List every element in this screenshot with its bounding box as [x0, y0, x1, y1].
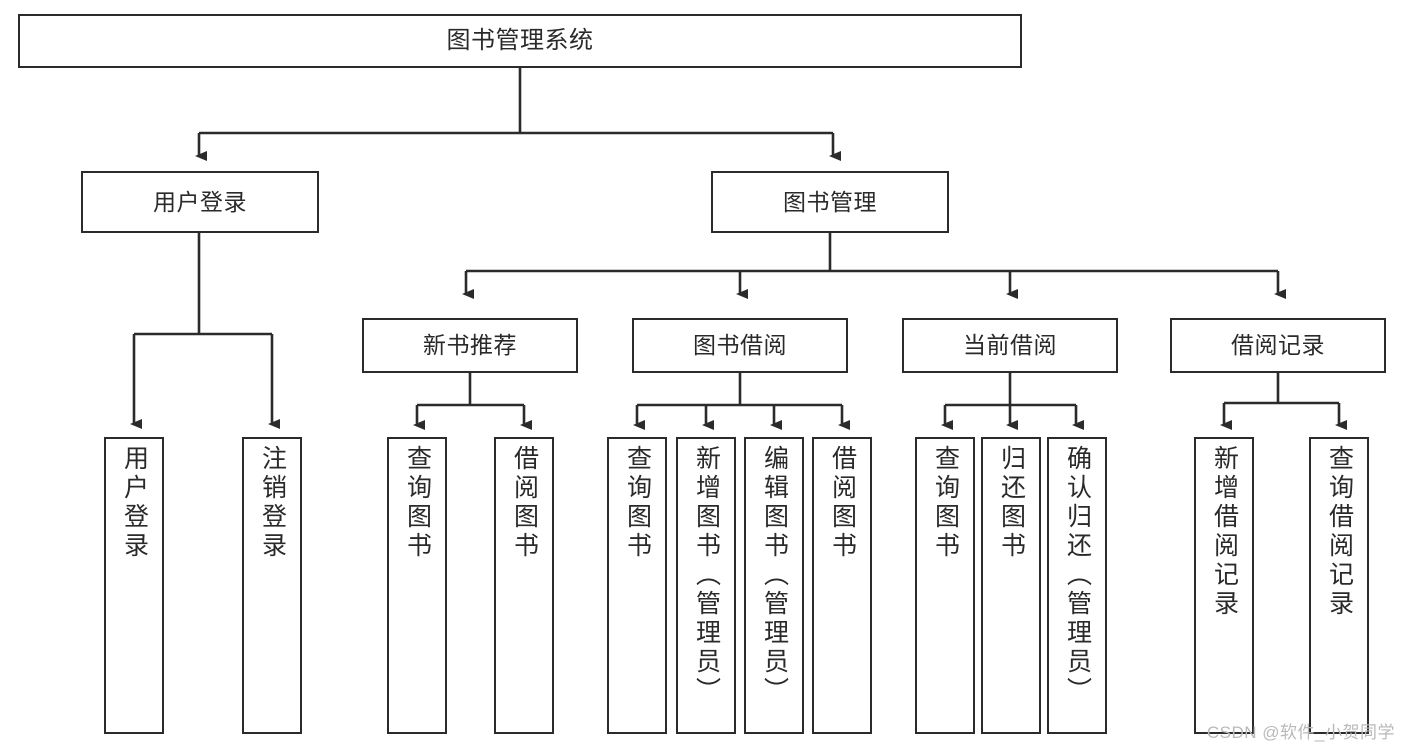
node-label: 编辑图书（管理员）	[760, 445, 789, 706]
node-label: 查询图书	[623, 445, 652, 561]
node-label: 确认归还（管理员）	[1063, 445, 1092, 706]
leaf-query-books-borrow[interactable]: 查询图书	[607, 437, 667, 734]
node-label: 用户登录	[153, 188, 247, 215]
node-label: 当前借阅	[963, 332, 1057, 359]
node-label: 归还图书	[997, 445, 1026, 561]
leaf-add-book-admin[interactable]: 新增图书（管理员）	[676, 437, 736, 734]
node-label: 注销登录	[258, 445, 287, 561]
node-label: 用户登录	[120, 445, 149, 561]
node-label: 图书管理	[783, 188, 877, 215]
leaf-edit-book-admin[interactable]: 编辑图书（管理员）	[744, 437, 804, 734]
leaf-query-books-current[interactable]: 查询图书	[915, 437, 975, 734]
leaf-borrow-books[interactable]: 借阅图书	[812, 437, 872, 734]
leaf-borrow-books-recommend[interactable]: 借阅图书	[494, 437, 554, 734]
leaf-logout[interactable]: 注销登录	[242, 437, 302, 734]
node-label: 查询借阅记录	[1325, 445, 1354, 619]
watermark-text: CSDN @软件_小贺同学	[1206, 723, 1395, 742]
node-label: 查询图书	[403, 445, 432, 561]
leaf-query-books-recommend[interactable]: 查询图书	[387, 437, 447, 734]
node-label: 借阅记录	[1231, 332, 1325, 359]
node-label: 查询图书	[931, 445, 960, 561]
node-root-system[interactable]: 图书管理系统	[18, 14, 1022, 68]
node-label: 借阅图书	[828, 445, 857, 561]
leaf-return-books[interactable]: 归还图书	[981, 437, 1041, 734]
node-borrow-records[interactable]: 借阅记录	[1170, 318, 1386, 373]
node-book-borrow[interactable]: 图书借阅	[632, 318, 848, 373]
node-new-book-recommendation[interactable]: 新书推荐	[362, 318, 578, 373]
node-label: 新增图书（管理员）	[692, 445, 721, 706]
leaf-user-login[interactable]: 用户登录	[104, 437, 164, 734]
node-label: 新增借阅记录	[1210, 445, 1239, 619]
node-label: 借阅图书	[510, 445, 539, 561]
leaf-add-borrow-record[interactable]: 新增借阅记录	[1194, 437, 1254, 734]
node-current-borrow[interactable]: 当前借阅	[902, 318, 1118, 373]
leaf-query-borrow-record[interactable]: 查询借阅记录	[1309, 437, 1369, 734]
node-label: 新书推荐	[423, 332, 517, 359]
node-book-management[interactable]: 图书管理	[711, 171, 949, 233]
node-user-login[interactable]: 用户登录	[81, 171, 319, 233]
node-label: 图书管理系统	[446, 27, 594, 55]
leaf-confirm-return-admin[interactable]: 确认归还（管理员）	[1047, 437, 1107, 734]
node-label: 图书借阅	[693, 332, 787, 359]
